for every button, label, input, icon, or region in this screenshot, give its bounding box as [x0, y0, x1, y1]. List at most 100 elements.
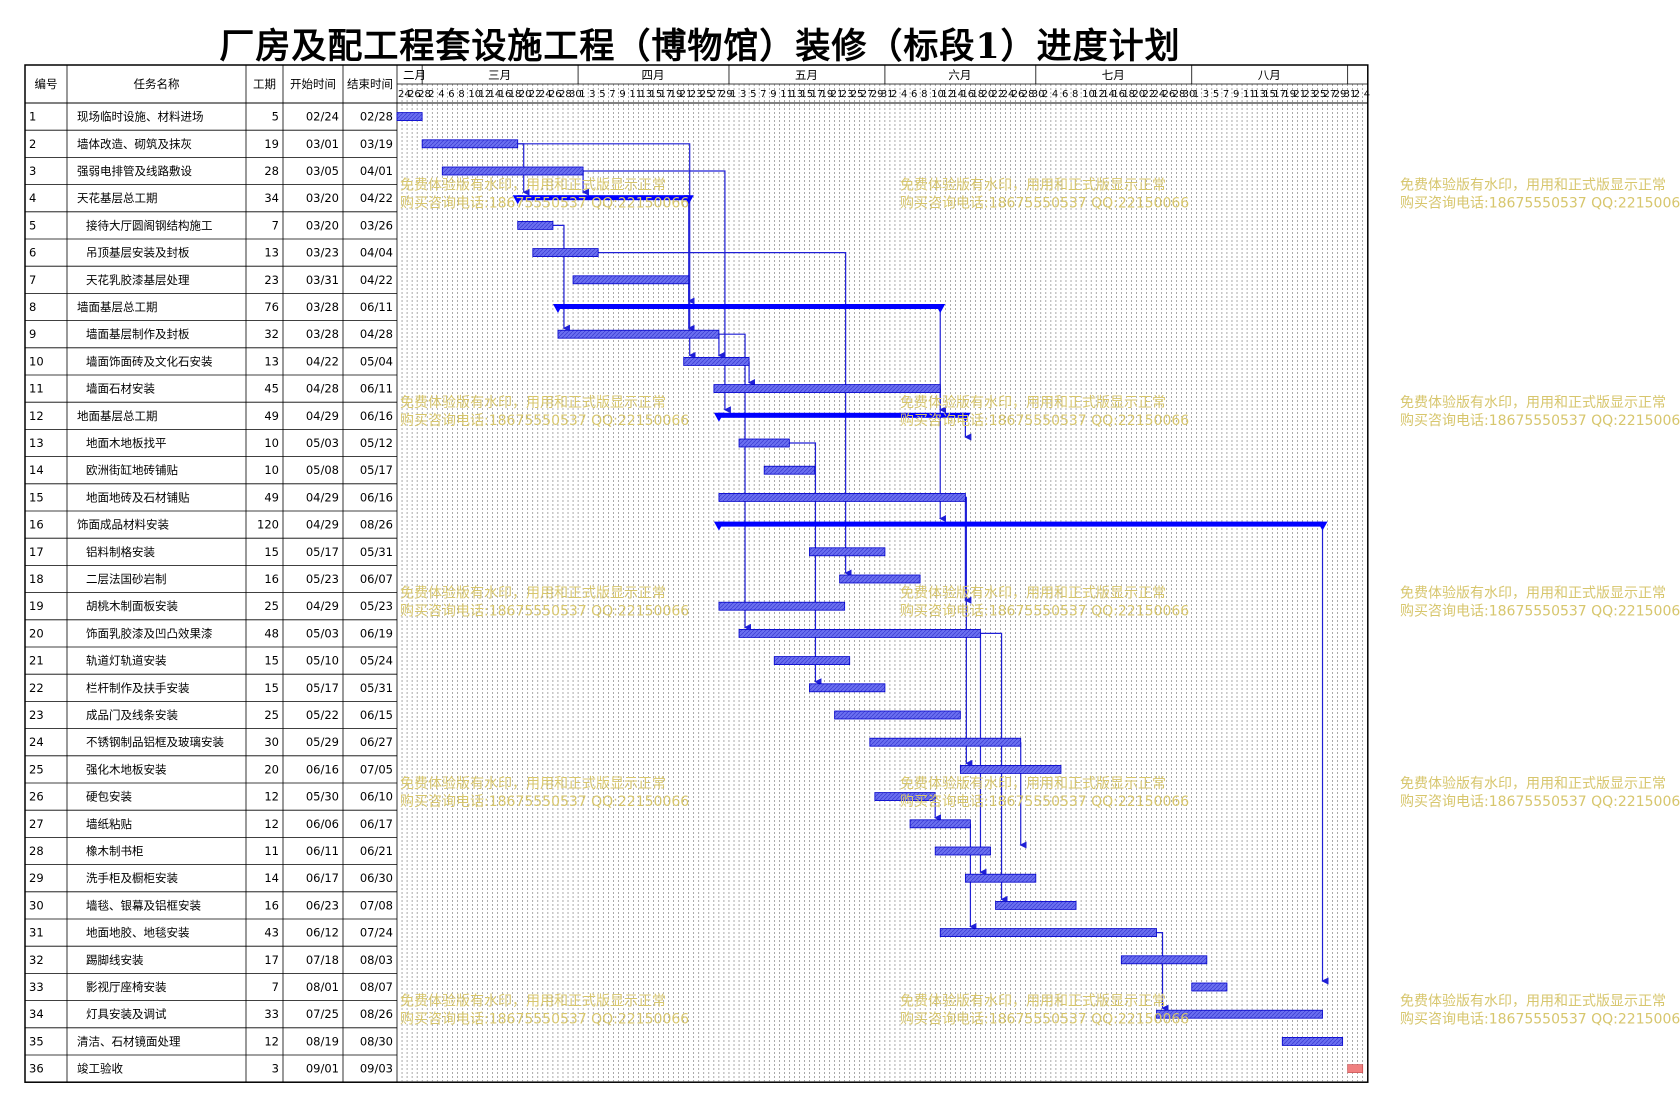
task-start: 07/18 [306, 953, 339, 967]
summary-bar [557, 304, 941, 309]
task-duration: 7 [272, 980, 279, 994]
task-name: 栏杆制作及扶手安装 [86, 681, 190, 695]
day-label: 12 [941, 89, 954, 100]
day-label: 15 [800, 89, 813, 100]
task-duration: 76 [264, 300, 279, 314]
task-duration: 16 [264, 898, 279, 912]
summary-end-cap [960, 412, 971, 422]
day-label: 17 [660, 89, 673, 100]
task-id: 10 [29, 354, 44, 368]
day-label: 18 [509, 89, 522, 100]
task-id: 35 [29, 1034, 44, 1048]
task-start: 05/10 [306, 654, 339, 668]
task-start: 06/23 [306, 898, 339, 912]
day-label: 14 [489, 89, 502, 100]
task-start: 03/20 [306, 218, 339, 232]
task-end: 05/31 [360, 545, 393, 559]
task-bar [874, 792, 936, 801]
day-label: 26 [549, 89, 562, 100]
watermark-line1: 免费体验版有水印，用用和正式版显示正常 [400, 776, 666, 792]
task-name: 墙体改造、砌筑及抹灰 [77, 137, 192, 151]
task-name: 墙面饰面砖及文化石安装 [86, 354, 213, 368]
task-end: 04/22 [360, 273, 393, 287]
task-id: 9 [29, 327, 36, 341]
task-id: 3 [29, 164, 36, 178]
task-end: 07/05 [360, 762, 393, 776]
watermark-line2: 购买咨询电话:18675550537 QQ:22150066 [900, 1012, 1189, 1028]
header-name: 任务名称 [134, 77, 180, 91]
day-label: 11 [780, 89, 793, 100]
watermark-line2: 购买咨询电话:18675550537 QQ:22150066 [400, 794, 689, 810]
day-label: 23 [841, 89, 854, 100]
task-id: 31 [29, 926, 44, 940]
month-label: 五月 [795, 68, 818, 82]
day-label: 28 [418, 89, 431, 100]
watermark-line2: 购买咨询电话:18675550537 QQ:22150066 [1400, 794, 1680, 810]
task-start: 03/31 [306, 273, 339, 287]
task-name: 竣工验收 [77, 1062, 123, 1076]
task-name: 橡木制书柜 [86, 844, 144, 858]
task-duration: 34 [264, 191, 279, 205]
task-name: 地面基层总工期 [77, 409, 158, 423]
day-label: 21 [1293, 89, 1306, 100]
task-start: 05/03 [306, 436, 339, 450]
day-label: 22 [529, 89, 542, 100]
task-bar [718, 601, 846, 611]
task-id: 16 [29, 518, 44, 532]
task-name: 地面地胶、地毯安装 [86, 926, 190, 940]
watermark-line2: 购买咨询电话:18675550537 QQ:22150066 [400, 1012, 689, 1028]
day-label: 3 [1203, 89, 1209, 100]
task-start: 05/29 [306, 735, 339, 749]
day-label: 24 [1002, 89, 1015, 100]
day-label: 10 [1082, 89, 1095, 100]
task-start: 05/08 [306, 463, 339, 477]
dependency-link [552, 224, 570, 332]
task-name: 欧洲街缸地砖铺贴 [86, 463, 178, 477]
header-duration: 工期 [253, 77, 276, 91]
day-label: 19 [670, 89, 683, 100]
task-name: 饰面成品材料安装 [77, 518, 169, 532]
dependency-link [1156, 932, 1169, 1012]
task-duration: 3 [272, 1062, 279, 1076]
task-id: 29 [29, 871, 44, 885]
task-id: 2 [29, 137, 36, 151]
task-end: 09/03 [360, 1062, 393, 1076]
task-end: 06/15 [360, 708, 393, 722]
summary-start-cap [552, 304, 563, 313]
task-id: 19 [29, 599, 44, 613]
task-duration: 15 [264, 545, 279, 559]
task-name: 强化木地板安装 [86, 762, 167, 776]
day-label: 1 [1193, 89, 1199, 100]
task-duration: 15 [264, 681, 279, 695]
summary-end-cap [683, 195, 694, 205]
task-name: 墙纸粘贴 [86, 817, 132, 831]
task-bar [532, 248, 599, 258]
task-duration: 45 [264, 382, 279, 396]
task-start: 06/06 [306, 817, 339, 831]
day-label: 13 [1253, 89, 1266, 100]
watermark-line1: 免费体验版有水印，用用和正式版显示正常 [1400, 178, 1666, 194]
task-id: 6 [29, 246, 36, 260]
task-start: 04/29 [306, 490, 339, 504]
task-end: 06/10 [360, 790, 393, 804]
task-bar [909, 819, 971, 829]
day-label: 13 [790, 89, 803, 100]
month-label: 三月 [488, 68, 511, 82]
task-end: 06/07 [360, 572, 393, 586]
task-end: 06/11 [360, 300, 393, 314]
day-label: 12 [478, 89, 491, 100]
task-name: 铝料制格安装 [86, 545, 155, 559]
task-start: 05/17 [306, 545, 339, 559]
task-id: 33 [29, 980, 44, 994]
task-end: 05/23 [360, 599, 393, 613]
task-start: 03/01 [306, 137, 339, 151]
task-bar [1120, 955, 1208, 965]
task-id: 36 [29, 1062, 44, 1076]
day-label: 9 [619, 89, 625, 100]
task-bar [738, 438, 790, 448]
task-end: 03/26 [360, 218, 393, 232]
task-end: 06/11 [360, 382, 393, 396]
task-name: 胡桃木制面板安装 [86, 599, 178, 613]
task-name: 清洁、石材镜面处理 [77, 1034, 181, 1048]
task-name: 硬包安装 [86, 790, 132, 804]
